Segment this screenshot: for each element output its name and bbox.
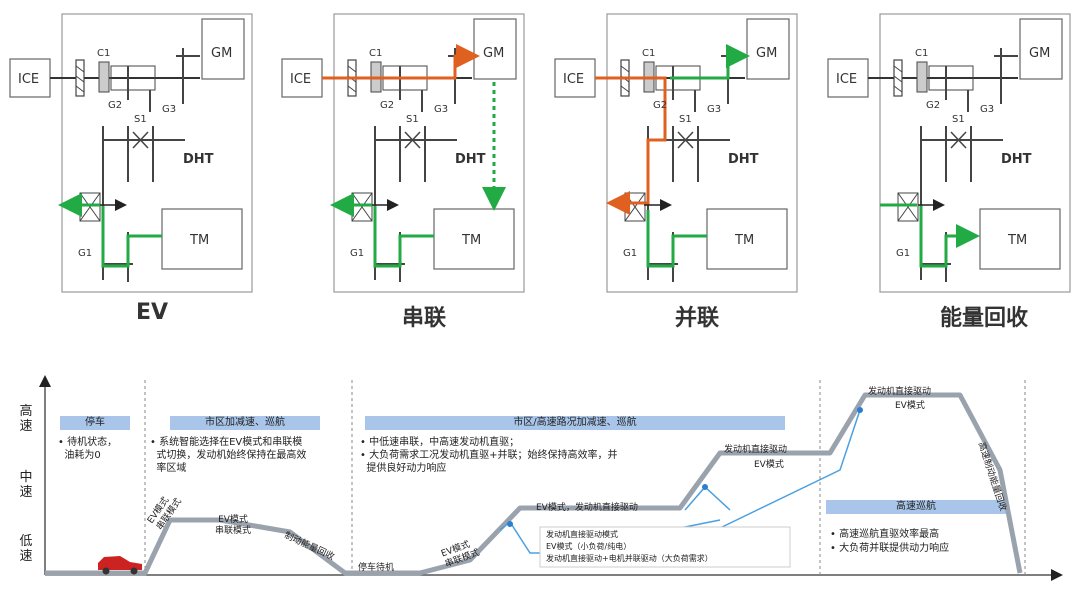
svg-text:TM: TM: [1007, 233, 1027, 248]
svg-text:DHT: DHT: [455, 152, 486, 167]
stage-title-3: 市区/高速路况加减速、巡航: [513, 417, 637, 428]
svg-text:GM: GM: [1029, 46, 1050, 61]
svg-text:DHT: DHT: [1001, 152, 1032, 167]
svg-text:G2: G2: [926, 100, 940, 111]
regen-flow: [880, 199, 980, 268]
svg-text:TM: TM: [189, 233, 209, 248]
annotation-standby: 停车待机: [358, 563, 395, 573]
legend-item: 发动机直接驱动+电机并联驱动（大负荷需求）: [546, 554, 713, 563]
ice-label: ICE: [18, 72, 39, 87]
stage-4-text: • 高速巡航直驱效率最高 • 大负荷并联提供动力响应: [830, 529, 950, 554]
stage-title-1: 停车: [85, 417, 105, 428]
svg-text:C1: C1: [97, 48, 110, 59]
panel-title-series: 串联: [401, 306, 446, 331]
ev-flow: [58, 193, 162, 268]
stage-2-text: • 系统智能选择在EV模式和串联模 式切换，发动机始终保持在最高效 率区域: [150, 437, 307, 474]
svg-text:G1: G1: [896, 248, 910, 259]
svg-text:S1: S1: [952, 114, 965, 125]
svg-text:G1: G1: [623, 248, 637, 259]
svg-text:S1: S1: [679, 114, 692, 125]
svg-text:ICE: ICE: [836, 72, 857, 87]
parallel-flow: [595, 44, 750, 268]
svg-text:G2: G2: [380, 100, 394, 111]
svg-text:G3: G3: [707, 104, 721, 115]
svg-text:G1: G1: [78, 248, 92, 259]
annotation-ev-2: EV模式: [895, 401, 925, 411]
svg-text:ICE: ICE: [563, 72, 584, 87]
stage-title-4: 高速巡航: [896, 501, 936, 512]
svg-text:G2: G2: [108, 100, 122, 111]
legend-box: 发动机直接驱动模式 EV模式（小负荷/纯电） 发动机直接驱动+电机并联驱动（大负…: [546, 529, 713, 565]
y-axis-high: 高速: [19, 404, 33, 434]
y-axis-low: 低速: [19, 534, 33, 564]
svg-text:G3: G3: [162, 104, 176, 115]
svg-text:DHT: DHT: [183, 152, 214, 167]
panel-title-regen: 能量回收: [939, 306, 1028, 331]
svg-text:G3: G3: [980, 104, 994, 115]
svg-text:G3: G3: [434, 104, 448, 115]
legend-item: EV模式（小负荷/纯电）: [546, 542, 632, 551]
svg-text:TM: TM: [734, 233, 754, 248]
annotation-direct-1: 发动机直接驱动: [724, 445, 788, 455]
stage-1-text: • 待机状态， 油耗为0: [58, 437, 118, 461]
y-axis-mid: 中速: [19, 470, 33, 500]
svg-text:C1: C1: [369, 48, 382, 59]
svg-text:S1: S1: [134, 114, 147, 125]
stage-3-text: • 中低速串联，中高速发动机直驱； • 大负荷需求工况发动机直驱+并联；始终保持…: [360, 437, 618, 474]
svg-text:C1: C1: [642, 48, 655, 59]
annotation-ev-direct: EV模式，发动机直接驱动: [536, 503, 638, 513]
svg-text:TM: TM: [461, 233, 481, 248]
svg-text:DHT: DHT: [728, 152, 759, 167]
svg-text:GM: GM: [211, 46, 232, 61]
svg-text:G2: G2: [653, 100, 667, 111]
svg-text:GM: GM: [483, 46, 504, 61]
stage-title-2: 市区加减速、巡航: [205, 417, 285, 428]
svg-text:ICE: ICE: [290, 72, 311, 87]
series-flow: [322, 44, 506, 268]
svg-text:G1: G1: [350, 248, 364, 259]
svg-text:GM: GM: [756, 46, 777, 61]
annotation-ev-series-2: EV模式 串联模式: [215, 515, 252, 536]
annotation-direct-2: 发动机直接驱动: [868, 387, 932, 397]
svg-text:C1: C1: [915, 48, 928, 59]
legend-item: 发动机直接驱动模式: [546, 530, 618, 539]
panel-title-ev: EV: [135, 300, 169, 325]
svg-text:S1: S1: [406, 114, 419, 125]
annotation-ev-1: EV模式: [754, 460, 784, 470]
panel-title-parallel: 并联: [674, 306, 719, 331]
